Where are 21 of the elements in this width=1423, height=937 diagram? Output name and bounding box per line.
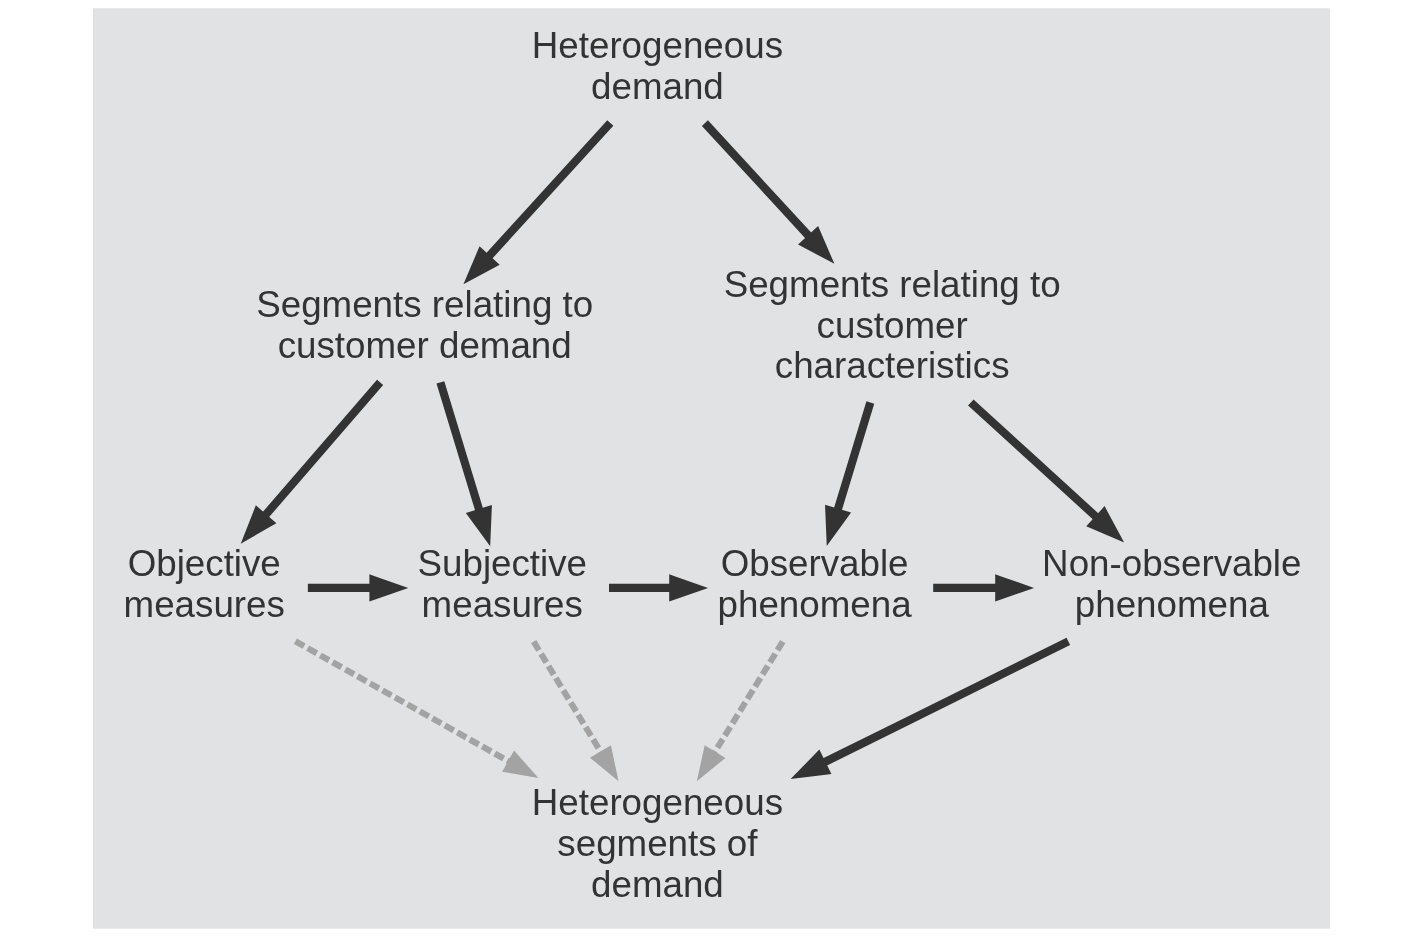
arrow [463,120,614,285]
arrow [307,574,409,602]
arrow [240,379,384,544]
arrow [968,399,1125,543]
arrow [293,638,539,779]
arrow [933,574,1035,602]
arrow [790,637,1071,780]
arrow [696,640,786,782]
arrow [825,401,875,546]
arrow [609,574,709,602]
arrow [531,640,619,782]
node-text: Heterogeneous demand [531,25,784,107]
node-text: Heterogeneous segments of demand [531,782,784,905]
arrow [436,381,492,547]
node-text: Non-observable phenomena [1042,543,1302,626]
node-text: Objective measures [123,543,285,626]
node-text: Segments relating to customer characteristics [723,263,1061,387]
node-text: Subjective measures [417,543,588,626]
node-text: Observable phenomena [717,543,912,626]
node-text: Segments relating to customer demand [256,284,594,367]
arrow [701,120,835,264]
